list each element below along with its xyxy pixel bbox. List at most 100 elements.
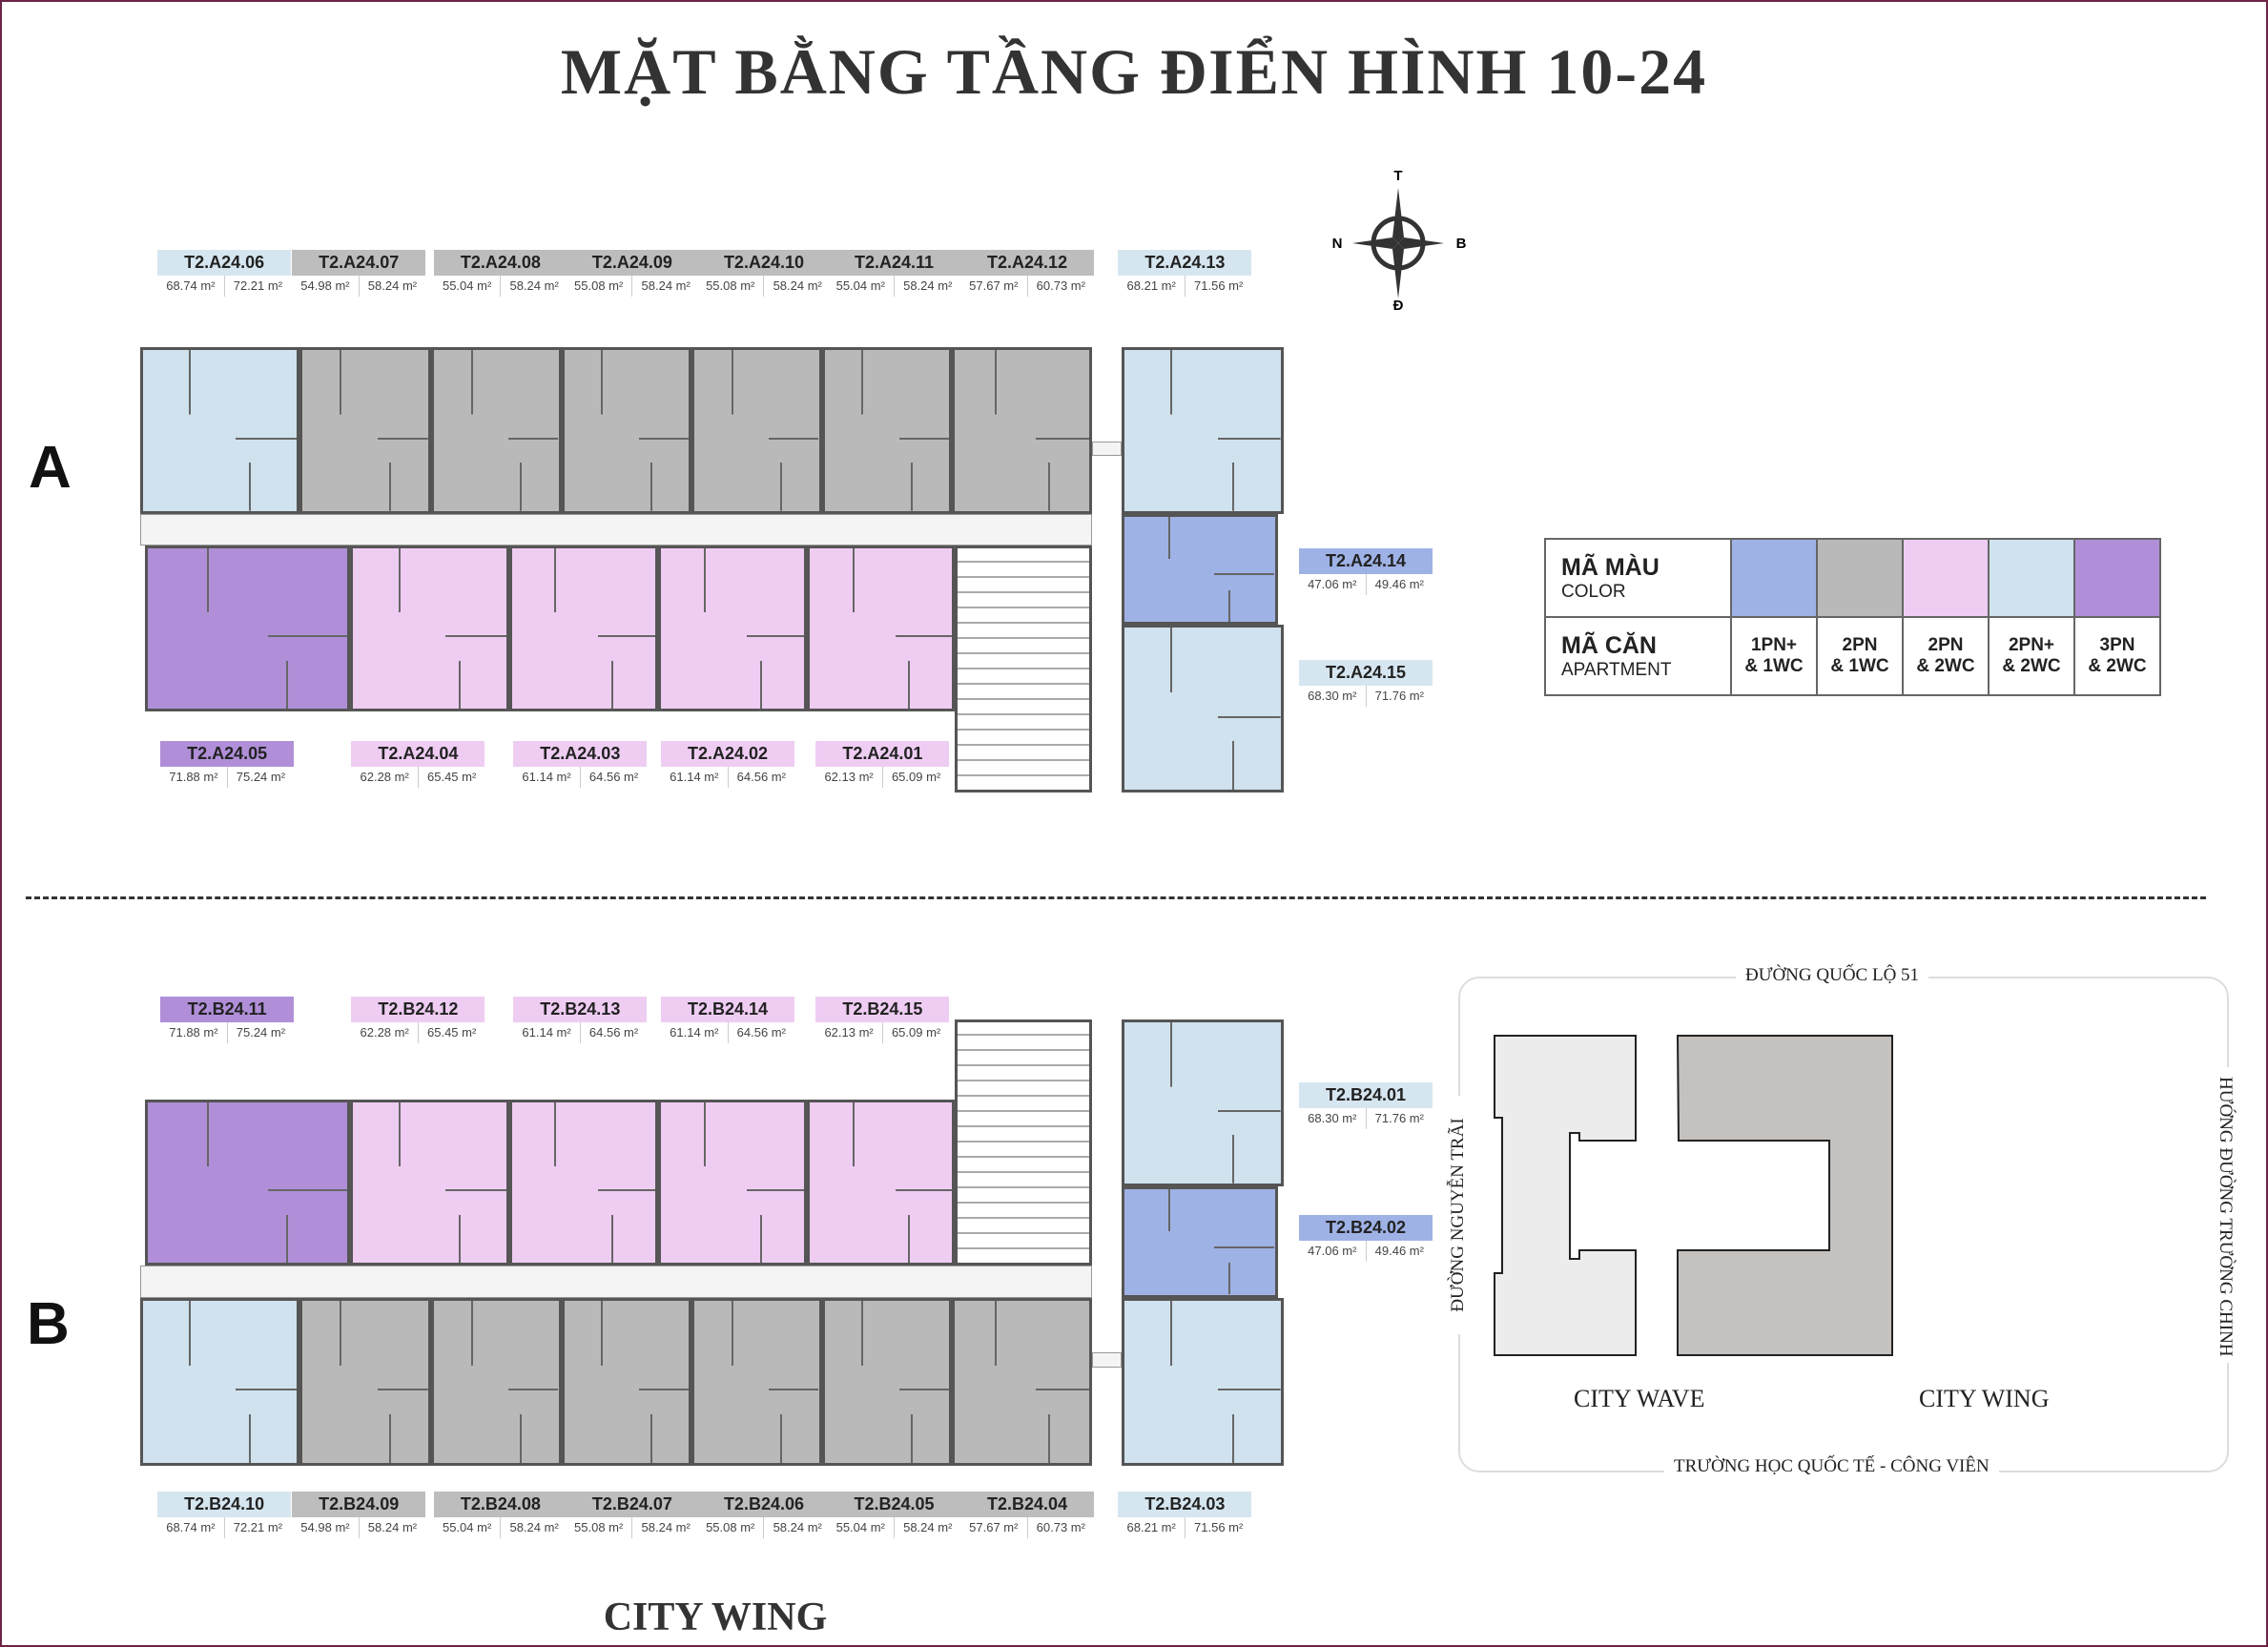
unit-area-net: 62.28 m²: [360, 769, 409, 784]
unit-code: T2.B24.11: [160, 997, 295, 1023]
apartment-unit: [1121, 1185, 1278, 1298]
apartment-unit: [144, 1099, 351, 1266]
unit-area-net: 55.08 m²: [706, 1520, 755, 1535]
apartment-unit: [1121, 347, 1284, 514]
stair-elevator-core: [955, 1019, 1093, 1266]
unit-area-net: 54.98 m²: [300, 1520, 350, 1535]
legend-swatch: [2073, 538, 2161, 618]
unit-code: T2.B24.01: [1299, 1081, 1433, 1108]
unit-label: T2.B24.11 71.88 m² 75.24 m²: [160, 997, 295, 1044]
unit-area-net: 71.88 m²: [169, 769, 218, 784]
unit-code: T2.B24.14: [661, 997, 795, 1023]
unit-area-gross: 58.24 m²: [631, 1517, 699, 1539]
unit-code: T2.A24.05: [160, 740, 295, 767]
apartment-unit: [299, 347, 432, 514]
unit-code: T2.A24.10: [696, 250, 831, 277]
unit-area-gross: 71.56 m²: [1184, 1517, 1252, 1539]
unit-area-net: 62.13 m²: [824, 1025, 874, 1040]
apartment-unit: [350, 1099, 509, 1266]
unit-code: T2.A24.11: [827, 250, 961, 277]
unit-label: T2.A24.09 55.08 m² 58.24 m²: [565, 250, 699, 298]
unit-area-gross: 58.24 m²: [894, 1517, 961, 1539]
unit-code: T2.B24.10: [157, 1492, 292, 1518]
unit-area-gross: 72.21 m²: [223, 1517, 292, 1539]
unit-code: T2.B24.04: [960, 1492, 1095, 1518]
unit-area-gross: 49.46 m²: [1365, 1241, 1433, 1263]
unit-area-net: 55.08 m²: [574, 278, 624, 294]
legend-swatch: [1816, 538, 1904, 618]
legend-type: 2PN+& 2WC: [1988, 616, 2075, 696]
unit-area-gross: 64.56 m²: [579, 766, 648, 788]
unit-area-gross: 65.45 m²: [417, 1022, 485, 1044]
unit-area-gross: 64.56 m²: [727, 1022, 795, 1044]
unit-code: T2.A24.13: [1118, 250, 1252, 277]
unit-area-gross: 58.24 m²: [763, 1517, 831, 1539]
unit-area-net: 57.67 m²: [969, 278, 1019, 294]
unit-area-gross: 58.24 m²: [358, 276, 426, 298]
corridor: [140, 513, 1093, 546]
wing-a-letter: A: [29, 435, 72, 501]
unit-area-net: 55.04 m²: [442, 278, 492, 294]
unit-area-net: 68.74 m²: [166, 1520, 216, 1535]
unit-code: T2.B24.13: [513, 997, 648, 1023]
stair-elevator-core: [955, 545, 1093, 793]
page-title: MẶT BẰNG TẦNG ĐIỂN HÌNH 10-24: [560, 35, 1708, 108]
unit-area-net: 68.21 m²: [1126, 1520, 1176, 1535]
unit-area-net: 71.88 m²: [169, 1025, 218, 1040]
unit-area-net: 55.08 m²: [574, 1520, 624, 1535]
unit-code: T2.A24.15: [1299, 659, 1433, 686]
legend-type: 2PN& 1WC: [1816, 616, 1904, 696]
unit-code: T2.B24.05: [827, 1492, 961, 1518]
unit-code: T2.A24.09: [565, 250, 699, 277]
apartment-unit: [1121, 625, 1284, 793]
city-wing-label: CITY WING: [1919, 1385, 2050, 1412]
building-caption: CITY WING: [603, 1596, 828, 1639]
apartment-unit: [821, 1297, 953, 1466]
unit-area-net: 47.06 m²: [1308, 1244, 1357, 1259]
unit-area-net: 68.30 m²: [1308, 688, 1357, 703]
unit-area-net: 68.21 m²: [1126, 278, 1176, 294]
apartment-unit: [561, 1297, 692, 1466]
unit-code: T2.B24.08: [433, 1492, 567, 1518]
city-wave-footprint: [1494, 1035, 1637, 1356]
city-wave-label: CITY WAVE: [1574, 1385, 1705, 1412]
wing-b-letter: B: [27, 1291, 70, 1357]
corridor: [1092, 441, 1122, 456]
unit-area-gross: 75.24 m²: [226, 1022, 295, 1044]
unit-area-net: 61.14 m²: [522, 769, 571, 784]
unit-area-gross: 58.24 m²: [631, 276, 699, 298]
unit-area-gross: 58.24 m²: [500, 276, 567, 298]
apartment-unit: [299, 1297, 432, 1466]
unit-area-gross: 49.46 m²: [1365, 573, 1433, 595]
apartment-unit: [561, 347, 692, 514]
compass-south: Đ: [1393, 298, 1404, 314]
unit-code: T2.A24.04: [351, 740, 485, 767]
corridor: [1092, 1352, 1122, 1368]
apartment-unit: [807, 1099, 956, 1266]
road-top: ĐƯỜNG QUỐC LỘ 51: [1736, 965, 1929, 986]
unit-code: T2.A24.01: [815, 740, 950, 767]
legend-type: 1PN+& 1WC: [1730, 616, 1818, 696]
unit-area-gross: 58.24 m²: [500, 1517, 567, 1539]
corridor: [140, 1266, 1093, 1298]
unit-area-gross: 60.73 m²: [1026, 276, 1095, 298]
unit-area-net: 61.14 m²: [670, 1025, 719, 1040]
legend-swatch: [1988, 538, 2075, 618]
unit-code: T2.A24.14: [1299, 547, 1433, 574]
apartment-unit: [508, 545, 659, 712]
